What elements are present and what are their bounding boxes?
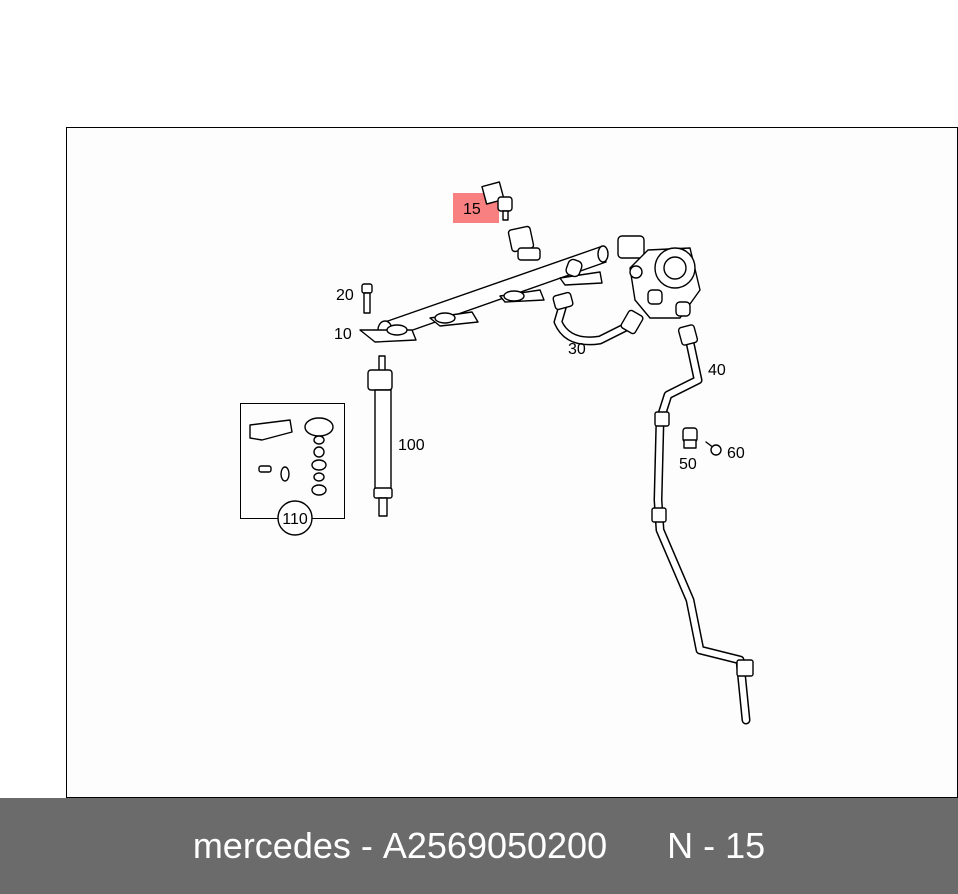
label-60[interactable]: 60 bbox=[727, 445, 745, 462]
label-100[interactable]: 100 bbox=[398, 437, 425, 454]
part-number: A2569050200 bbox=[382, 825, 608, 866]
label-50[interactable]: 50 bbox=[679, 456, 697, 473]
pressure-sensor-part-15[interactable] bbox=[481, 181, 513, 221]
bolt-part-20[interactable] bbox=[361, 283, 373, 314]
fuel-line-part-40[interactable] bbox=[651, 324, 754, 725]
brand-name: mercedes bbox=[192, 825, 351, 866]
clip-part-50[interactable] bbox=[682, 427, 698, 449]
injector-part-100[interactable] bbox=[367, 355, 393, 517]
label-20[interactable]: 20 bbox=[336, 287, 354, 304]
parts-diagram: 15 10 20 30 bbox=[66, 127, 958, 798]
label-40[interactable]: 40 bbox=[708, 362, 726, 379]
label-110[interactable]: 110 bbox=[282, 511, 308, 528]
seal-kit-part-110[interactable] bbox=[240, 403, 345, 536]
position-label: N - 15 bbox=[667, 825, 766, 866]
separator: - bbox=[350, 825, 383, 866]
high-pressure-pump bbox=[617, 235, 701, 319]
label-30[interactable]: 30 bbox=[568, 341, 586, 358]
rail-sensor bbox=[507, 225, 541, 261]
screw-part-60[interactable] bbox=[705, 441, 722, 456]
label-15[interactable]: 15 bbox=[463, 201, 481, 218]
fuel-line-part-30[interactable] bbox=[552, 291, 644, 346]
diagram-frame bbox=[66, 127, 958, 798]
spacer bbox=[607, 825, 667, 867]
fuel-rail-part-10[interactable] bbox=[359, 245, 609, 343]
footer-bar: mercedes - A2569050200 N - 15 bbox=[0, 798, 958, 894]
label-10[interactable]: 10 bbox=[334, 326, 352, 343]
